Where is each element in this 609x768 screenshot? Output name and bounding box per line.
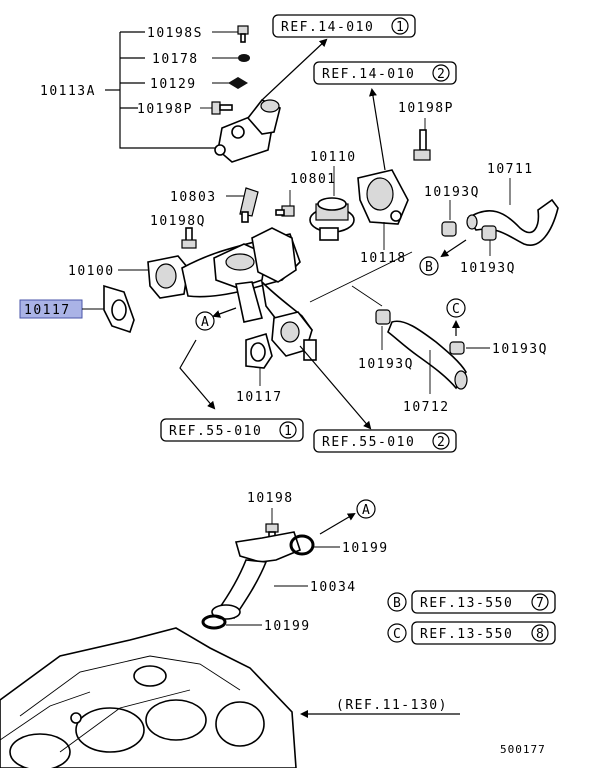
water-inlet-pipe-10034 [211,531,301,620]
svg-text:C: C [393,627,402,642]
clamp-10193q-d-icon [449,341,465,355]
label-10193q-b: 10193Q [460,261,516,276]
svg-text:REF.13-550: REF.13-550 [420,627,513,642]
label-10100: 10100 [68,264,115,279]
svg-text:8: 8 [536,627,545,642]
bolt-10198q-icon [181,227,197,249]
ref-14-010-1: REF.14-010 1 [272,14,416,38]
svg-text:C: C [452,302,461,317]
ref-11-130: (REF.11-130) [336,698,448,713]
connector-a-outlet-icon [356,499,376,519]
sensor-10803-icon [239,187,259,223]
svg-text:2: 2 [437,67,446,82]
svg-text:1: 1 [396,20,405,35]
label-10712: 10712 [403,400,450,415]
label-10199-a: 10199 [342,541,389,556]
label-10193q-a: 10193Q [424,185,480,200]
connector-b-icon [419,256,439,276]
water-outlet-housing [214,99,281,163]
hose-10711 [466,198,559,246]
label-10198: 10198 [247,491,294,506]
hose-10712 [387,320,468,390]
ref-13-550-7: B REF.13-550 7 [387,590,556,614]
label-10117: 10117 [236,390,283,405]
washer-10178-icon [238,54,250,62]
bracket-10113a [105,31,238,149]
clamp-10193q-c-icon [375,309,391,325]
clamp-10193q-a-icon [441,221,457,237]
label-10198s: 10198S [147,26,203,41]
svg-text:REF.13-550: REF.13-550 [420,596,513,611]
label-10034: 10034 [310,580,357,595]
label-10113a: 10113A [40,84,96,99]
svg-text:A: A [201,315,210,330]
label-10803: 10803 [170,190,217,205]
label-10178: 10178 [152,52,199,67]
water-manifold-10100 [147,227,317,361]
label-10801: 10801 [290,172,337,187]
label-10198q: 10198Q [150,214,206,229]
label-10118: 10118 [360,251,407,266]
bolt-10198s-icon [237,25,249,43]
clamp-10193q-b-icon [481,225,497,241]
connector-a-icon [195,311,215,331]
ref-14-010-2: REF.14-010 2 [313,61,457,85]
gasket-10117-left [103,284,135,334]
thermostat [309,197,355,241]
label-10198p-b: 10198P [398,101,454,116]
label-10117-highlighted: 10117 [24,303,71,318]
thermostat-housing [357,169,409,225]
svg-text:REF.14-010: REF.14-010 [281,20,374,35]
svg-text:B: B [393,596,402,611]
engine-block [0,627,297,768]
svg-text:REF.55-010: REF.55-010 [169,424,262,439]
oring-10199-b-icon [201,614,227,630]
label-10110: 10110 [310,150,357,165]
ref-13-550-8: C REF.13-550 8 [387,621,556,645]
label-10129: 10129 [150,77,197,92]
bolt-10198p-b-icon [413,129,431,161]
svg-text:2: 2 [437,435,446,450]
svg-text:7: 7 [536,596,545,611]
svg-text:1: 1 [284,424,293,439]
bolt-10198p-a-icon [211,101,233,115]
oring-10199-a-icon [289,534,315,556]
svg-text:REF.55-010: REF.55-010 [322,435,415,450]
diagram-code: 500177 [500,743,546,756]
ref-55-010-1: REF.55-010 1 [160,418,304,442]
label-10193q-c: 10193Q [358,357,414,372]
svg-text:B: B [425,260,434,275]
label-10198p-a: 10198P [137,102,193,117]
svg-text:A: A [362,503,371,518]
label-10193q-d: 10193Q [492,342,548,357]
gasket-10117-lower [245,332,273,369]
ref-55-010-2: REF.55-010 2 [313,429,457,453]
label-10199-b: 10199 [264,619,311,634]
sensor-10801-icon [275,205,295,217]
connector-c-icon [446,298,466,318]
gasket-10129-icon [228,77,248,89]
svg-text:REF.14-010: REF.14-010 [322,67,415,82]
label-10711: 10711 [487,162,534,177]
